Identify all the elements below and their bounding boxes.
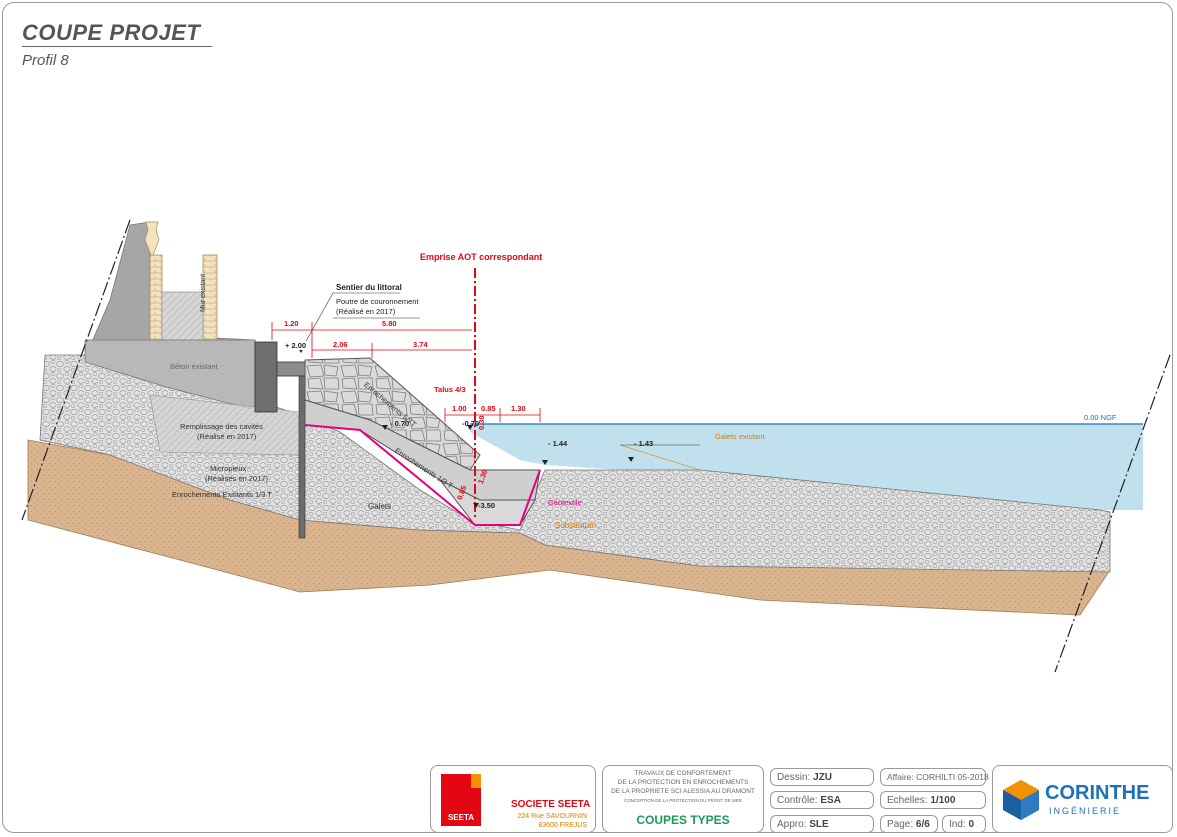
label-galets: Galets (368, 502, 392, 511)
corinthe-name: CORINTHE (1045, 782, 1150, 804)
label-substratum: Substratum (555, 521, 596, 530)
label-ngf: 0.00 NGF (1084, 413, 1117, 422)
ind-value: 0 (968, 819, 975, 830)
project-line-1: TRAVAUX DE CONFORTEMENT (634, 770, 732, 777)
sea-water (470, 424, 1143, 510)
field-controle: Contrôle: ESA (770, 791, 874, 809)
dessin-label: Dessin: (777, 772, 811, 783)
label-poutre-1: Poutre de couronnement (336, 297, 419, 306)
dessin-value: JZU (813, 772, 833, 783)
crown-beam-head (276, 361, 306, 377)
company-address-2: 83600 FREJUS (538, 822, 587, 829)
echelles-label: Echelles: (887, 795, 928, 806)
label-poutre-2: (Réalisé en 2017) (336, 307, 396, 316)
company-name: SOCIETE SEETA (511, 799, 591, 810)
label-geotextile: Géotextile (548, 498, 582, 507)
page-label: Page: (887, 819, 914, 830)
label-galets-existant: Galets existant (715, 432, 765, 441)
affaire-value: CORHILTI 05-2018 (916, 772, 989, 782)
page-subtitle: Profil 8 (22, 52, 69, 69)
label-beton-existant: Béton existant (170, 362, 218, 371)
dim-1-00: 1.00 (452, 404, 467, 413)
dim-0-85: 0.85 (481, 404, 496, 413)
label-talus: Talus 4/3 (434, 385, 466, 394)
break-line-right (1054, 354, 1171, 673)
project-line-2: DE LA PROTECTION EN ENROCHEMENTS (617, 779, 749, 786)
field-appro: Appro: SLE (770, 815, 874, 833)
label-remplissage-1: Remplissage des cavités (180, 422, 263, 431)
label-mur-existant: Mur existant (200, 273, 207, 312)
field-echelles: Echelles: 1/100 (880, 791, 986, 809)
dim-3-74: 3.74 (413, 340, 428, 349)
seeta-logo: SEETA (441, 774, 481, 826)
page-value: 6/6 (915, 819, 930, 830)
titleblock-project: TRAVAUX DE CONFORTEMENT DE LA PROTECTION… (602, 765, 764, 833)
appro-value: SLE (809, 819, 829, 830)
label-enrochements-existants: Enrochements Existants 1/3 T (172, 490, 272, 499)
affaire-label: Affaire: (887, 772, 914, 782)
label-sentier: Sentier du littoral (336, 283, 402, 292)
project-line-4: CONCEPTION DE LA PROTECTION DU FRONT DE … (624, 798, 742, 803)
field-affaire: Affaire: CORHILTI 05-2018 (880, 768, 989, 786)
field-page: Page: 6/6 (880, 815, 938, 833)
titleblock-corinthe: CORINTHE INGÉNIERIE (992, 765, 1173, 833)
crown-beam (254, 341, 278, 413)
dim-1-30: 1.30 (511, 404, 526, 413)
elev-minus-1-43: - 1.43 (634, 439, 654, 448)
controle-value: ESA (820, 795, 841, 806)
field-ind: Ind: 0 (942, 815, 986, 833)
break-line-left (21, 219, 131, 521)
existing-wall (149, 254, 163, 341)
document-type: COUPES TYPES (636, 813, 730, 827)
company-address-1: 224 Rue SAVOURNIN (517, 813, 587, 820)
existing-concrete (84, 339, 256, 411)
elev-minus-0-70-a: - 0.70 (390, 419, 410, 428)
field-dessin: Dessin: JZU (770, 768, 874, 786)
label-remplissage-2: (Réalisé en 2017) (197, 432, 257, 441)
label-micropieux-2: (Réalisés en 2017) (205, 474, 268, 483)
seeta-logo-text: SEETA (447, 813, 475, 822)
dim-5-80: 5.80 (382, 319, 397, 328)
elev-minus-3-50: -3.50 (478, 501, 496, 510)
label-emprise-aot: Emprise AOT correspondant (420, 252, 543, 262)
elev-plus-2-00: + 2.00 (284, 341, 308, 350)
micropile (298, 375, 306, 539)
baluster (144, 221, 160, 256)
title-underline (22, 46, 212, 47)
dim-2-06: 2.06 (333, 340, 348, 349)
cross-section-drawing (21, 219, 1171, 673)
dim-1-20: 1.20 (284, 319, 299, 328)
appro-label: Appro: (777, 819, 807, 830)
controle-label: Contrôle: (777, 795, 818, 806)
corinthe-logo-icon (1003, 780, 1039, 820)
elev-minus-0-70-b: -0.70 (462, 419, 480, 428)
project-line-3: DE LA PROPRIETE SCI ALESSIA AU DRAMONT (611, 788, 755, 795)
wall-infill (161, 291, 204, 341)
ind-label: Ind: (949, 819, 966, 830)
echelles-value: 1/100 (930, 795, 956, 806)
page-title: COUPE PROJET (22, 20, 201, 45)
rock-toe (439, 479, 536, 526)
elev-minus-1-44: - 1.44 (548, 439, 568, 448)
label-micropieux-1: Micropieux (210, 464, 247, 473)
titleblock-company: SEETA SOCIETE SEETA 224 Rue SAVOURNIN 83… (430, 765, 596, 833)
corinthe-subtitle: INGÉNIERIE (1049, 806, 1122, 816)
geotextile-line (304, 424, 541, 526)
